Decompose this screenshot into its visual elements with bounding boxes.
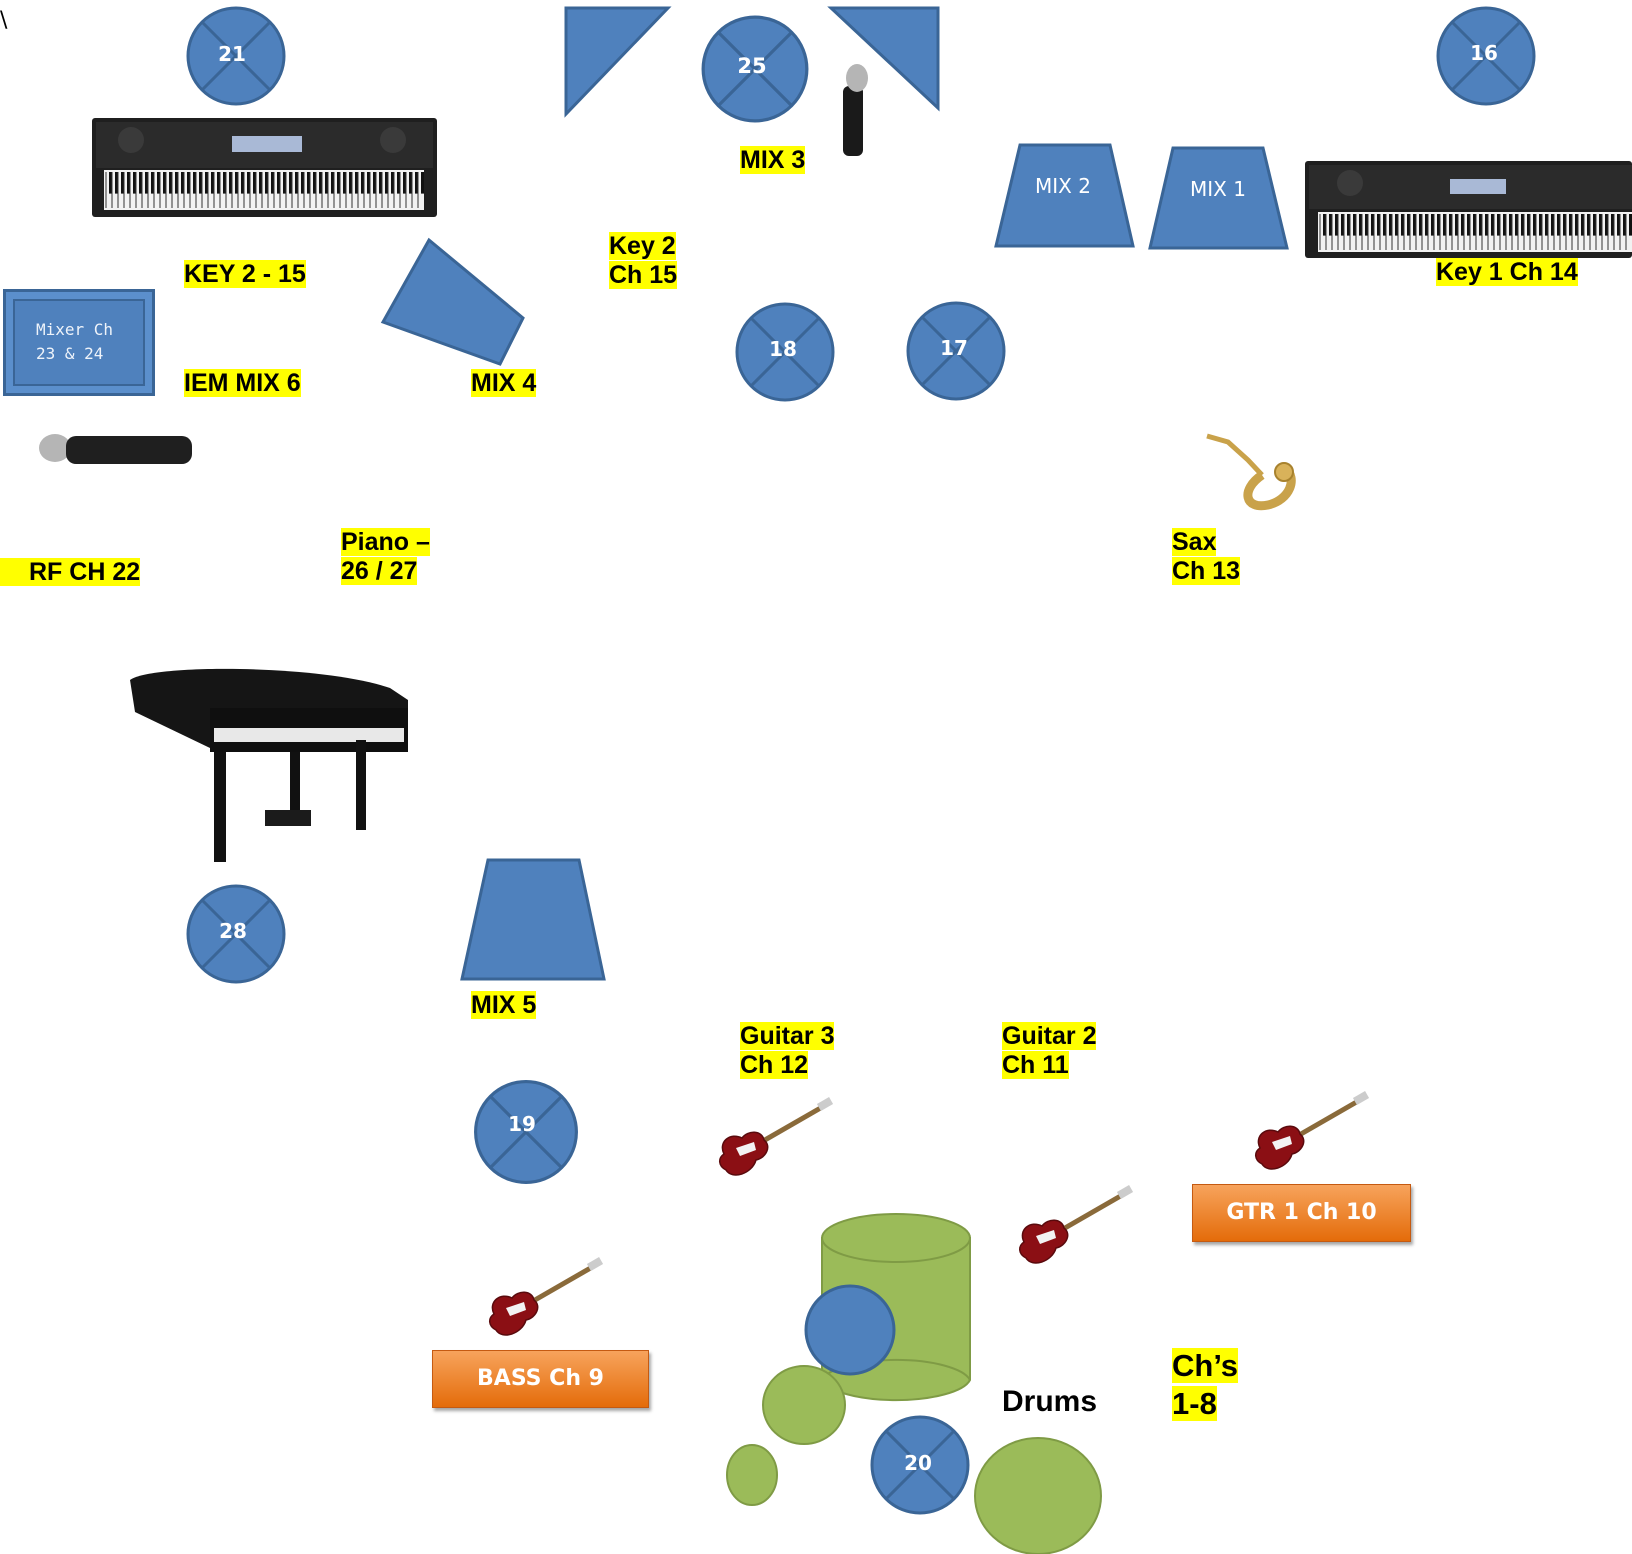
bass-button: BASS Ch 9 (432, 1350, 649, 1408)
mixer-channel-box: Mixer Ch 23 & 24 (3, 289, 155, 396)
speaker-left-triangle (564, 6, 672, 118)
drum-kit (726, 1213, 1102, 1554)
keyboard-1-image (1305, 161, 1632, 258)
label-mix4: MIX 4 (471, 369, 537, 397)
svg-text:16: 16 (1470, 41, 1498, 65)
svg-text:28: 28 (219, 919, 247, 943)
mix-5-wedge (460, 858, 606, 981)
label-mix5: MIX 5 (471, 991, 537, 1019)
guitar-3-image (719, 1097, 834, 1176)
mixer-box-line2: 23 & 24 (36, 344, 104, 363)
label-rf-ch22: RF CH 22 (0, 558, 141, 587)
mix-2-wedge: MIX 2 (994, 143, 1135, 248)
label-key2-15: KEY 2 - 15 (184, 260, 306, 288)
svg-text:19: 19 (508, 1112, 536, 1136)
svg-text:25: 25 (737, 54, 766, 78)
keyboard-2-image (92, 118, 437, 217)
handheld-mic-vertical (843, 64, 868, 156)
speaker-right-triangle (827, 6, 940, 112)
label-drums: Drums (1002, 1385, 1098, 1418)
svg-text:21: 21 (218, 42, 246, 66)
svg-text:18: 18 (769, 337, 797, 361)
wedge-17: 17 (906, 301, 1006, 401)
wedge-16: 16 (1436, 6, 1536, 106)
gtr1-button: GTR 1 Ch 10 (1192, 1184, 1411, 1242)
label-mix3: MIX 3 (740, 146, 806, 174)
wedge-21: 21 (186, 6, 286, 106)
wedge-25: 25 (701, 15, 809, 123)
mix-1-wedge: MIX 1 (1148, 146, 1289, 250)
drum-tom (804, 1284, 896, 1376)
label-iem-mix6: IEM MIX 6 (184, 369, 301, 397)
wedge-20: 20 (870, 1415, 970, 1515)
grand-piano-image (130, 668, 408, 862)
guitar-2-image (1019, 1185, 1134, 1264)
handheld-mic-horizontal (39, 434, 192, 464)
svg-text:20: 20 (904, 1451, 932, 1475)
mix-4-wedge (380, 237, 525, 366)
mixer-box-line1: Mixer Ch (36, 320, 114, 339)
wedge-28: 28 (186, 884, 286, 984)
wedge-19: 19 (474, 1080, 578, 1184)
stray-backslash: \ (0, 8, 8, 33)
drum-cymbal-small (726, 1444, 778, 1506)
svg-text:MIX 1: MIX 1 (1190, 177, 1246, 201)
saxophone-image (1206, 433, 1296, 511)
svg-text:17: 17 (940, 336, 968, 360)
guitar-1-image (1255, 1091, 1370, 1170)
drum-floor-tom-left (762, 1365, 846, 1445)
svg-text:MIX 2: MIX 2 (1035, 174, 1091, 198)
bass-guitar-image (489, 1257, 604, 1336)
wedge-18: 18 (735, 302, 835, 402)
drum-floor-tom-right (974, 1437, 1102, 1554)
label-key1-ch14: Key 1 Ch 14 (1436, 258, 1578, 286)
label-piano: Piano –26 / 27 (341, 528, 430, 585)
